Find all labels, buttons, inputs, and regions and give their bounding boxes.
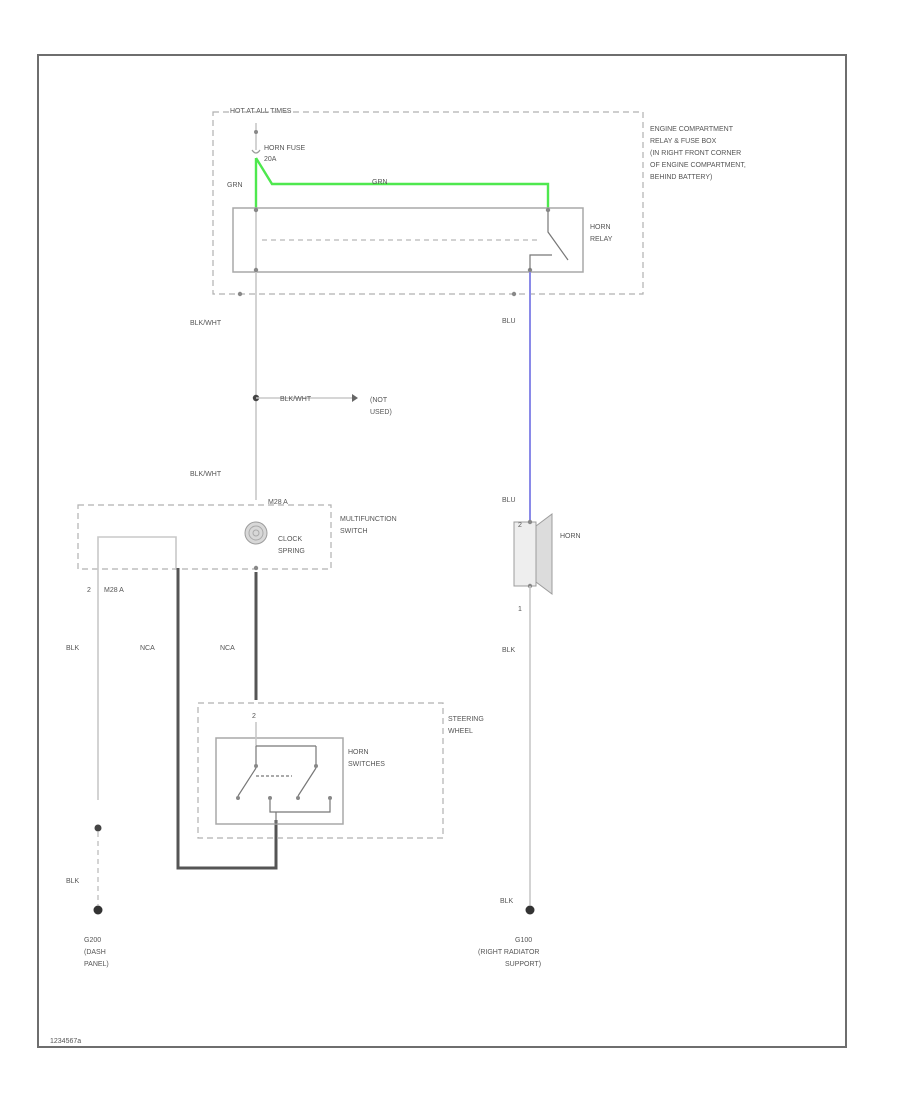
blk-horn-label: BLK (502, 647, 516, 654)
svg-text:USED): USED) (370, 409, 392, 416)
blk-left-lower-label: BLK (66, 878, 80, 885)
svg-text:WHEEL: WHEEL (448, 728, 473, 735)
multifunction-conn-left: M28 A (104, 587, 124, 594)
svg-text:20A: 20A (264, 156, 277, 163)
multifunction-switch-outline (77, 504, 332, 570)
clock-spring-icon (244, 521, 268, 545)
relay-pin (253, 207, 259, 213)
svg-text:ENGINE COMPARTMENT: ENGINE COMPARTMENT (650, 126, 734, 133)
relay-switch-contact (547, 212, 569, 261)
svg-text:G200: G200 (84, 937, 101, 944)
horn-fuse-symbol (251, 149, 261, 154)
svg-text:RELAY & FUSE BOX: RELAY & FUSE BOX (650, 138, 717, 145)
hot-label: HOT AT ALL TIMES (230, 108, 292, 115)
steering-pin-top: 2 (252, 713, 256, 720)
clock-spring-pin (253, 565, 259, 571)
horn-switches-box (215, 737, 344, 825)
svg-text:(NOT: (NOT (370, 397, 388, 404)
horn-icon (513, 513, 553, 595)
svg-text:SWITCHES: SWITCHES (348, 761, 385, 768)
horn-pin-top: 2 (518, 522, 522, 529)
blk-left-label: BLK (66, 645, 80, 652)
steering-wheel-outline (197, 702, 444, 839)
svg-text:PANEL): PANEL) (84, 961, 109, 968)
svg-text:SWITCH: SWITCH (340, 528, 368, 535)
horn-relay-box (232, 207, 584, 273)
svg-text:(IN RIGHT FRONT CORNER: (IN RIGHT FRONT CORNER (650, 150, 741, 157)
green-wire (254, 157, 550, 208)
svg-text:BEHIND BATTERY): BEHIND BATTERY) (650, 174, 712, 181)
blu-label-lower: BLU (502, 497, 516, 504)
nca-right-label: NCA (220, 645, 235, 652)
green-wire-label-left: GRN (227, 182, 243, 189)
svg-text:MULTIFUNCTION: MULTIFUNCTION (340, 516, 397, 523)
nca-left-wire (176, 568, 278, 870)
horn-pin-bottom: 1 (518, 606, 522, 613)
svg-text:HORN: HORN (348, 749, 369, 756)
horn-fuse-label: HORN FUSE 20A (264, 145, 306, 163)
svg-text:SUPPORT): SUPPORT) (505, 961, 541, 968)
not-used-label: (NOT USED) (370, 397, 392, 416)
svg-text:HORN: HORN (590, 224, 611, 231)
blu-label-upper: BLU (502, 318, 516, 325)
blk-wht-branch-label: BLK/WHT (280, 396, 312, 403)
branch-arrow-icon (352, 394, 358, 402)
hot-feed-node (254, 130, 258, 134)
internal-blk-wire (97, 536, 177, 800)
green-wire-label-top: GRN (372, 179, 388, 186)
multifunction-label: MULTIFUNCTION SWITCH (340, 516, 397, 535)
horn-label: HORN (560, 533, 581, 540)
fuse-box-label: ENGINE COMPARTMENT RELAY & FUSE BOX (IN … (650, 126, 746, 181)
left-connector-node (94, 824, 102, 832)
relay-switch-lead (529, 254, 552, 270)
fuse-box-pin (237, 291, 243, 297)
multifunction-conn-top: M28 A (268, 499, 288, 506)
fuse-box-pin (511, 291, 517, 297)
svg-text:HORN FUSE: HORN FUSE (264, 145, 306, 152)
multifunction-pin-left: 2 (87, 587, 91, 594)
left-ground-label: G200 (DASH PANEL) (84, 937, 109, 968)
blk-right-lower-label: BLK (500, 898, 514, 905)
footer-code: 1234567a (50, 1038, 81, 1045)
blk-wht-label-lower: BLK/WHT (190, 471, 222, 478)
right-ground-icon (525, 905, 535, 915)
horn-pin (527, 519, 533, 525)
horn-relay-label: HORN RELAY (590, 224, 613, 243)
steering-wheel-label: STEERING WHEEL (448, 716, 484, 735)
horn-switch-contacts (236, 745, 332, 824)
nca-left-label: NCA (140, 645, 155, 652)
relay-pin (545, 207, 551, 213)
horn-switches-label: HORN SWITCHES (348, 749, 385, 768)
svg-text:RELAY: RELAY (590, 236, 613, 243)
svg-text:(DASH: (DASH (84, 949, 106, 956)
svg-text:CLOCK: CLOCK (278, 536, 302, 543)
fuse-box-outline (212, 111, 644, 295)
blk-wht-label-upper: BLK/WHT (190, 320, 222, 327)
clock-spring-label: CLOCK SPRING (278, 536, 305, 555)
svg-text:STEERING: STEERING (448, 716, 484, 723)
svg-text:OF ENGINE COMPARTMENT,: OF ENGINE COMPARTMENT, (650, 162, 746, 169)
svg-text:SPRING: SPRING (278, 548, 305, 555)
svg-text:(RIGHT RADIATOR: (RIGHT RADIATOR (478, 949, 539, 956)
svg-text:G100: G100 (515, 937, 532, 944)
diagram-frame (37, 54, 847, 1048)
right-ground-label: G100 (RIGHT RADIATOR SUPPORT) (478, 937, 541, 968)
relay-pin (253, 267, 259, 273)
left-ground-icon (93, 905, 103, 915)
